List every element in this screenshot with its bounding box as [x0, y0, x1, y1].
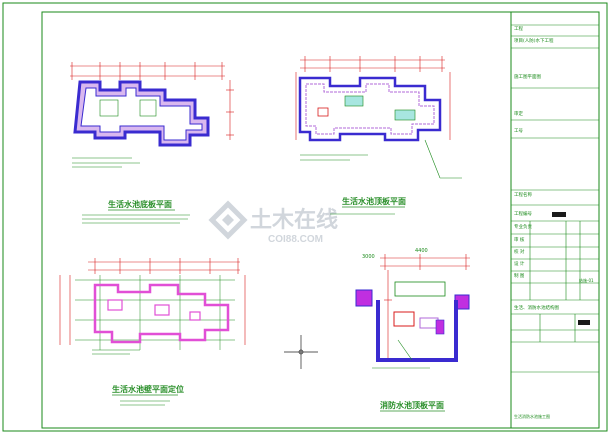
plan-4-dim-left: 3000: [362, 254, 375, 260]
plan-4-caption: 消防水池顶板平面: [380, 400, 444, 410]
title-block-row-label: 工程名称: [514, 191, 532, 198]
watermark-brand-en: COI88.COM: [268, 234, 323, 245]
drawing-frame: [41, 11, 600, 429]
watermark-logo-icon: [208, 200, 248, 240]
title-block-row-label: 校 对: [514, 248, 525, 255]
plan-1-caption: 生活水池底板平面: [108, 199, 172, 209]
plan-3-wall-layout[interactable]: 生活水池壁平面定位: [59, 258, 246, 406]
plan-4-dim-top: 4400: [415, 248, 428, 254]
plan-1-bottom-slab[interactable]: 生活水池底板平面: [70, 62, 234, 224]
plan-2-caption: 生活水池顶板平面: [342, 196, 406, 206]
watermark: 土木在线 COI88.COM: [208, 200, 338, 245]
title-block-row-label: 审 核: [514, 236, 525, 243]
title-block-row-label: 工号: [514, 128, 523, 134]
plan-3-caption: 生活水池壁平面定位: [112, 384, 184, 394]
title-block-row-label: 工程: [514, 25, 523, 32]
title-block-bottom-note: 生活消防水池施工图: [514, 413, 550, 419]
plan-4-fire-pool-slab[interactable]: 4400 3000 消防水池顶板平面: [355, 248, 470, 412]
title-block-stamp: [552, 212, 566, 217]
crosshair-icon: [284, 335, 318, 369]
title-block-row-label: 制 图: [514, 272, 525, 279]
title-block-row-label: 专业负责: [514, 223, 532, 230]
title-block-row-label: 工程编号: [514, 210, 532, 217]
title-block-row-label: 审定: [514, 110, 523, 117]
plan-2-top-slab[interactable]: 生活水池顶板平面: [295, 56, 462, 215]
title-block-row-label: 施工图平面图: [514, 73, 541, 80]
title-block-drawing-no: 结施-01: [579, 277, 594, 283]
title-block-row-label: 项目(人防)水下工程: [514, 37, 554, 44]
title-block-row-label: 设 计: [514, 260, 525, 267]
watermark-brand-cn: 土木在线: [250, 207, 338, 232]
title-block-project-name: 生活、消防水池结构图: [514, 304, 559, 311]
title-block-stamp-2: [578, 320, 590, 325]
